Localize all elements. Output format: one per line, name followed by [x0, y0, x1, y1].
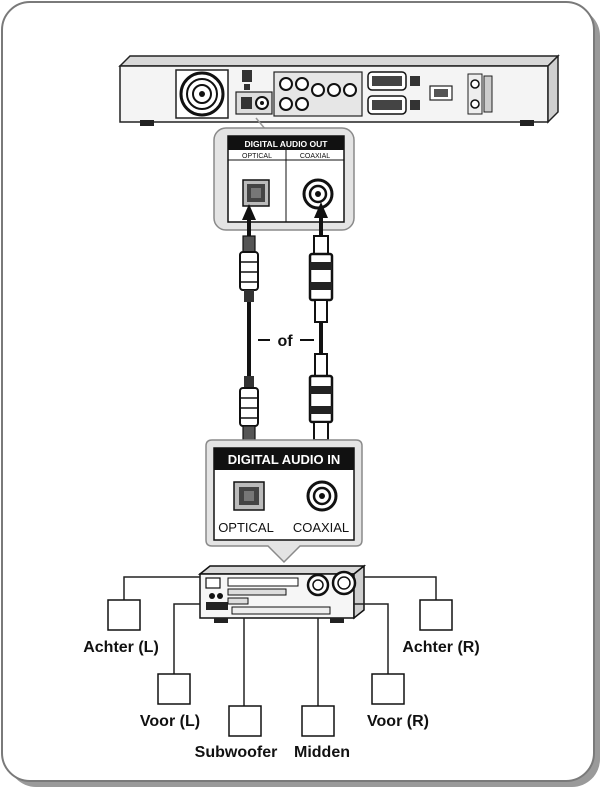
in-optical-label: OPTICAL — [218, 520, 274, 535]
speaker-label-front-left: Voor (L) — [140, 713, 200, 730]
coaxial-out-port — [302, 178, 334, 210]
optical-cable — [239, 204, 259, 478]
av-receiver — [197, 564, 367, 623]
out-coaxial-label: COAXIAL — [300, 153, 330, 160]
speaker-center — [301, 705, 335, 737]
scart-connectors — [367, 71, 420, 115]
speaker-label-center: Midden — [294, 744, 350, 761]
digital-audio-in-panel: DIGITAL AUDIO IN OPTICAL COAXIAL — [205, 439, 363, 564]
or-label: of — [277, 333, 293, 350]
optical-in-port — [233, 481, 265, 511]
in-coaxial-label: COAXIAL — [293, 520, 349, 535]
speaker-subwoofer — [228, 705, 262, 737]
outer-frame — [1, 1, 600, 787]
source-device — [118, 54, 560, 126]
speaker-label-front-right: Voor (R) — [367, 713, 429, 730]
speaker-label-rear-right: Achter (R) — [402, 639, 479, 656]
speaker-label-rear-left: Achter (L) — [83, 639, 159, 656]
optical-out-port — [242, 179, 270, 207]
speaker-rear-right — [419, 599, 453, 631]
speaker-front-right — [371, 673, 405, 705]
or-separator: of — [258, 333, 314, 350]
speaker-rear-left — [107, 599, 141, 631]
coaxial-in-port — [306, 480, 338, 512]
speaker-boxes — [107, 599, 453, 737]
fan-icon — [175, 69, 229, 119]
speaker-wiring — [123, 576, 437, 706]
out-optical-label: OPTICAL — [242, 153, 272, 160]
digital-audio-out-title: DIGITAL AUDIO OUT — [245, 139, 329, 149]
speaker-front-left — [157, 673, 191, 705]
digital-audio-in-title: DIGITAL AUDIO IN — [228, 452, 340, 467]
digital-audio-out-panel: DIGITAL AUDIO OUT OPTICAL COAXIAL — [213, 127, 355, 231]
speaker-label-subwoofer: Subwoofer — [195, 744, 278, 761]
